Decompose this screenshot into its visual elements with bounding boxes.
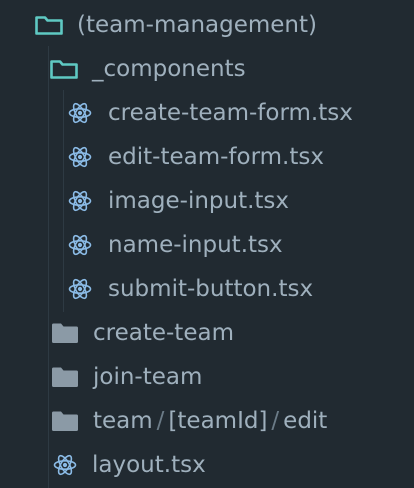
react-icon	[52, 453, 78, 477]
tree-item-create-team-form[interactable]: create-team-form.tsx	[0, 91, 353, 135]
path-segment-edit[interactable]: edit	[283, 408, 328, 434]
react-icon	[67, 233, 93, 257]
tree-item-label: name-input.tsx	[108, 232, 283, 258]
folder-open-icon	[33, 14, 65, 36]
path-segment-team[interactable]: team	[93, 408, 153, 434]
folder-icon	[50, 366, 80, 388]
tree-item-label: create-team-form.tsx	[108, 100, 353, 126]
tree-item-label: create-team	[93, 320, 234, 346]
tree-item-team-teamid-edit[interactable]: team / [teamId] / edit	[0, 399, 327, 443]
tree-item-label: layout.tsx	[92, 452, 206, 478]
tree-item-components[interactable]: _components	[0, 47, 246, 91]
indent-guide	[48, 46, 49, 488]
path-separator: /	[271, 408, 280, 434]
tree-item-label: join-team	[93, 364, 203, 390]
tree-item-team-management[interactable]: (team-management)	[0, 3, 317, 47]
tree-item-label: _components	[92, 56, 246, 82]
tree-item-join-team[interactable]: join-team	[0, 355, 202, 399]
tree-item-name-input[interactable]: name-input.tsx	[0, 223, 283, 267]
react-icon	[67, 189, 93, 213]
react-icon	[67, 145, 93, 169]
react-icon	[67, 101, 93, 125]
folder-icon	[50, 322, 80, 344]
path-segment-teamid[interactable]: [teamId]	[168, 408, 268, 434]
tree-item-image-input[interactable]: image-input.tsx	[0, 179, 289, 223]
tree-item-create-team[interactable]: create-team	[0, 311, 234, 355]
tree-item-edit-team-form[interactable]: edit-team-form.tsx	[0, 135, 324, 179]
tree-item-layout[interactable]: layout.tsx	[0, 443, 206, 487]
tree-item-label: submit-button.tsx	[108, 276, 314, 302]
folder-icon	[50, 410, 80, 432]
react-icon	[67, 277, 93, 301]
tree-item-label: image-input.tsx	[108, 188, 290, 214]
tree-item-label: edit-team-form.tsx	[108, 144, 324, 170]
indent-guide	[63, 90, 64, 312]
path-separator: /	[156, 408, 165, 434]
folder-open-icon	[48, 58, 80, 80]
tree-item-submit-button[interactable]: submit-button.tsx	[0, 267, 313, 311]
tree-item-label: (team-management)	[77, 12, 317, 38]
